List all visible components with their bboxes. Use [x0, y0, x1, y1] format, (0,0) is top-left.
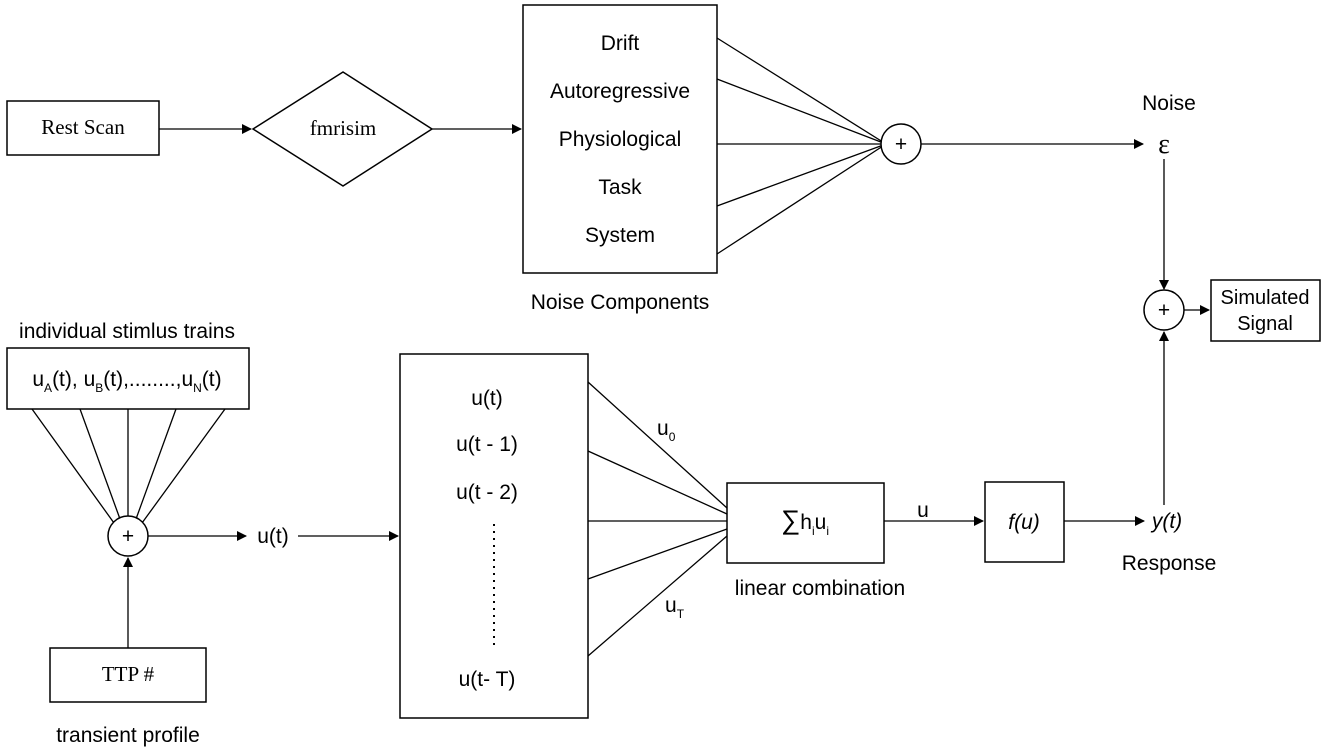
weight-u0-u: u	[657, 417, 669, 440]
weight-ut-u: u	[665, 594, 677, 617]
noise-components-box	[522, 4, 718, 274]
noise-label: Noise	[1142, 92, 1196, 115]
stim-u-n: u	[181, 368, 193, 391]
simulated-signal-line2: Signal	[1237, 313, 1293, 335]
u-output-label: u	[917, 499, 929, 522]
formula-h-sub: i	[812, 524, 815, 538]
stim-u-b: u	[84, 368, 96, 391]
stim-sub-b: B	[95, 381, 103, 395]
fmrisim-label: fmrisim	[310, 116, 377, 140]
simulated-signal-line1: Simulated	[1221, 287, 1310, 309]
delay-line-1: u(t - 1)	[456, 433, 518, 456]
weight-u0-sub: 0	[669, 430, 676, 444]
stim-text-1: (t),	[52, 368, 84, 391]
weight-ut-sub: T	[677, 607, 685, 621]
noise-item-drift: Drift	[601, 32, 640, 55]
response-y-label: y(t)	[1150, 510, 1182, 533]
stim-u-a: u	[32, 368, 44, 391]
rest-scan-box	[6, 100, 160, 156]
formula-u: u	[815, 511, 827, 534]
stim-sub-a: A	[44, 381, 52, 395]
fu-box	[984, 481, 1065, 563]
ut-label: u(t)	[257, 525, 289, 548]
formula-u-sub: i	[826, 524, 829, 538]
delay-line-t: u(t- T)	[459, 668, 516, 691]
formula-h: h	[800, 511, 812, 534]
simulated-signal-box	[1210, 279, 1321, 342]
noise-item-autoregressive: Autoregressive	[550, 80, 690, 103]
delay-fan-lines	[587, 381, 728, 657]
rest-scan-label: Rest Scan	[41, 115, 125, 139]
epsilon-symbol: ε	[1158, 129, 1170, 160]
noise-sum-plus: +	[895, 133, 907, 156]
stimulus-fan-lines	[31, 408, 226, 524]
transient-profile-caption: transient profile	[56, 724, 200, 747]
response-caption: Response	[1122, 552, 1217, 575]
noise-components-caption: Noise Components	[531, 291, 710, 314]
stim-text-3: (t)	[202, 368, 222, 391]
ttp-box	[49, 647, 207, 703]
linear-combination-caption: linear combination	[735, 577, 905, 600]
noise-item-task: Task	[598, 176, 642, 199]
ttp-label: TTP #	[102, 662, 155, 686]
stimulus-trains-title: individual stimlus trains	[19, 320, 235, 343]
linear-combination-box	[726, 482, 885, 564]
stimulus-trains-box	[6, 347, 250, 410]
noise-fan-lines	[716, 37, 887, 255]
sigma-symbol: ∑	[781, 505, 800, 535]
delay-line-0: u(t)	[471, 387, 503, 410]
linear-combination-formula: ∑hiui	[781, 505, 829, 538]
weight-u0: u0	[657, 417, 676, 444]
delay-line-2: u(t - 2)	[456, 481, 518, 504]
stim-sub-n: N	[193, 381, 202, 395]
stimulus-trains-formula: uA(t), uB(t),........,uN(t)	[32, 368, 221, 395]
stim-text-2: (t),........,	[103, 368, 181, 391]
stimulus-sum-plus: +	[122, 525, 134, 548]
delay-line-box	[399, 353, 589, 719]
fu-label: f(u)	[1008, 511, 1040, 534]
final-sum-plus: +	[1158, 299, 1170, 322]
weight-ut: uT	[665, 594, 685, 621]
noise-item-physiological: Physiological	[559, 128, 682, 151]
noise-item-system: System	[585, 224, 655, 247]
